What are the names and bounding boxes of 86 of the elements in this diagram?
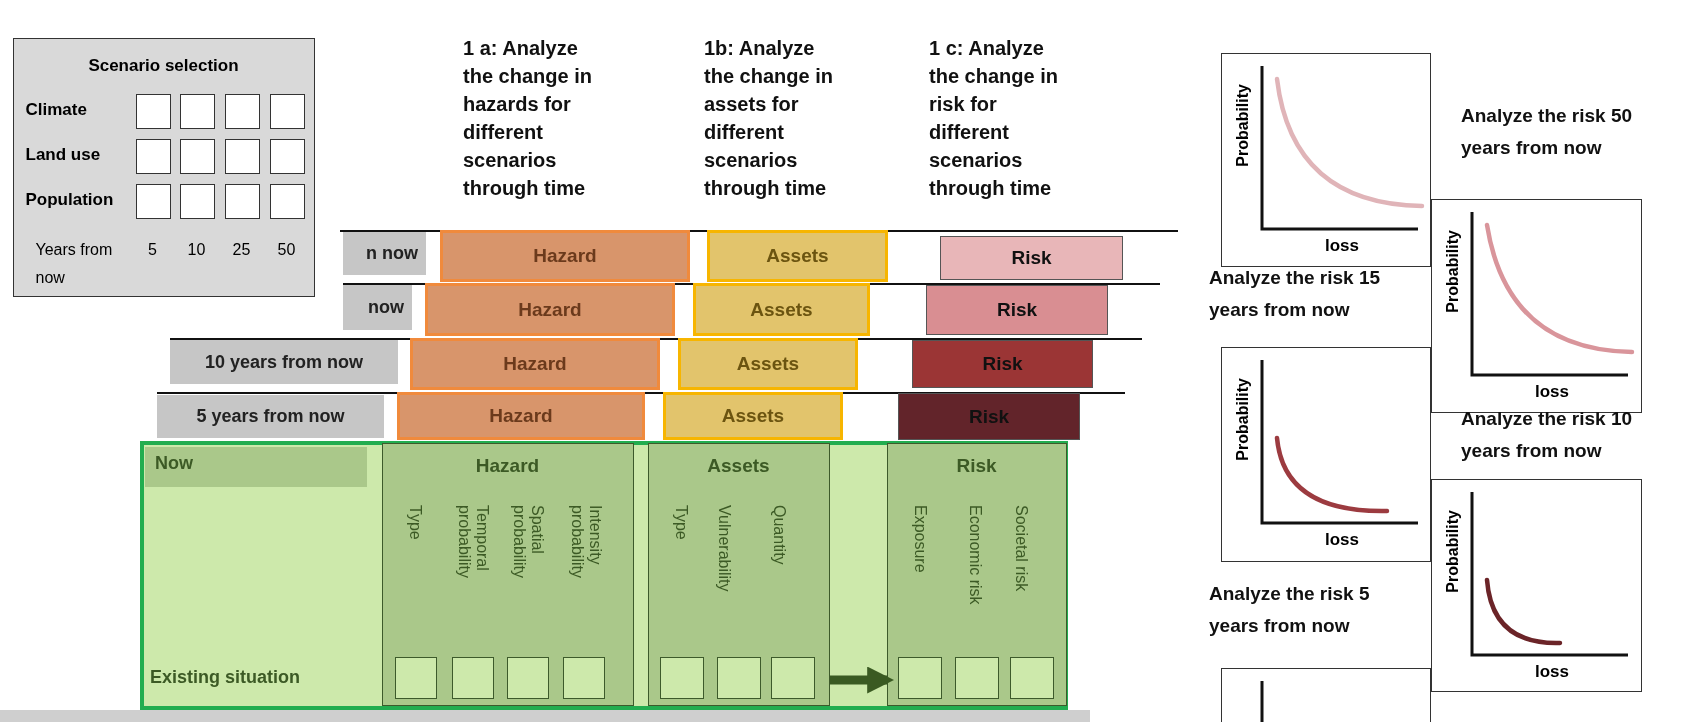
assets-box: Assets: [707, 230, 888, 282]
risk-box: Risk: [898, 393, 1080, 440]
column-title: Assets: [706, 454, 771, 477]
checkbox: [506, 656, 549, 699]
checkbox: [224, 93, 260, 129]
checkbox: [269, 93, 305, 129]
time-label: n now: [343, 232, 426, 275]
time-label: 5 years from now: [157, 395, 384, 438]
time-label: now: [343, 285, 412, 330]
checkbox: [897, 656, 942, 699]
column-label: Temporal probability: [454, 504, 491, 580]
checkbox: [954, 656, 999, 699]
arrow: [830, 666, 895, 694]
checkbox: [179, 93, 215, 129]
year-value: 25: [231, 239, 252, 260]
checkbox: [135, 93, 171, 129]
column-panel: [648, 443, 830, 706]
axis-label: loss: [1324, 530, 1360, 550]
chart-panel: [1221, 53, 1431, 267]
column-label: Type: [405, 504, 424, 542]
axis-label: Probability: [1234, 378, 1252, 461]
column-label: Vulnerability: [714, 504, 733, 594]
hazard-box: Hazard: [425, 283, 675, 336]
axis-label: loss: [1324, 236, 1360, 256]
column-label: Exposure: [910, 504, 929, 575]
time-label: 10 years from now: [170, 340, 398, 384]
year-value: 5: [147, 239, 158, 260]
checkbox: [135, 138, 171, 174]
checkbox: [179, 183, 215, 219]
checkbox: [716, 656, 761, 699]
assets-box: Assets: [663, 392, 843, 440]
checkbox: [659, 656, 704, 699]
year-value: 50: [276, 239, 297, 260]
column-label: Type: [671, 504, 690, 542]
chart-caption: Analyze the risk 5 years from now: [1209, 582, 1371, 638]
risk-box: Risk: [912, 340, 1093, 388]
hazard-box: Hazard: [440, 230, 690, 282]
column-label: Quantity: [769, 504, 788, 567]
column-title: Hazard: [474, 454, 541, 477]
risk-box: Risk: [926, 285, 1108, 335]
chart-caption: Analyze the risk 50 years from now: [1461, 104, 1634, 160]
column-heading: 1 a: Analyze the change in hazards for different scenarios through time: [463, 36, 593, 201]
chart-panel: [1431, 199, 1642, 413]
row-label: Population: [25, 189, 115, 210]
column-label: Economic risk: [965, 504, 984, 607]
column-panel: [887, 443, 1067, 706]
checkbox: [451, 656, 494, 699]
checkbox: [224, 138, 260, 174]
axis-label: Years from now: [35, 239, 114, 288]
axis-label: Probability: [1444, 230, 1462, 313]
column-heading: 1b: Analyze the change in assets for different scenarios through time: [704, 36, 834, 201]
checkbox: [135, 183, 171, 219]
checkbox: [224, 183, 260, 219]
assets-box: Assets: [693, 283, 870, 336]
now-panel: [140, 441, 1068, 710]
checkbox: [269, 138, 305, 174]
column-heading: 1 c: Analyze the change in risk for different scenarios through time: [929, 36, 1059, 201]
chart-panel: [1431, 479, 1642, 692]
panel-title: Scenario selection: [87, 55, 240, 76]
axis-label: Probability: [1444, 510, 1462, 593]
checkbox: [1009, 656, 1054, 699]
checkbox: [269, 183, 305, 219]
chart-caption: Analyze the risk 10 years from now: [1461, 407, 1634, 463]
axis-label: loss: [1534, 662, 1570, 682]
column-title: Risk: [955, 454, 998, 477]
risk-box: Risk: [940, 236, 1123, 280]
row-label: Land use: [25, 144, 102, 165]
hazard-box: Hazard: [410, 338, 660, 390]
section-label: Now: [145, 447, 367, 487]
chart-panel: [1221, 668, 1431, 722]
checkbox: [179, 138, 215, 174]
scenario-panel: [13, 38, 315, 297]
axis-label: loss: [1534, 382, 1570, 402]
row-label: Climate: [25, 99, 88, 120]
column-label: Societal risk: [1011, 504, 1030, 593]
hazard-box: Hazard: [397, 392, 645, 440]
axis-label: Probability: [1234, 84, 1252, 167]
checkbox: [394, 656, 437, 699]
row-label: Existing situation: [150, 667, 301, 688]
year-value: 10: [186, 239, 207, 260]
checkbox: [562, 656, 605, 699]
column-panel: [382, 443, 634, 706]
checkbox: [770, 656, 815, 699]
chart-caption: Analyze the risk 15 years from now: [1209, 266, 1382, 322]
assets-box: Assets: [678, 338, 858, 390]
chart-panel: [1221, 347, 1431, 562]
